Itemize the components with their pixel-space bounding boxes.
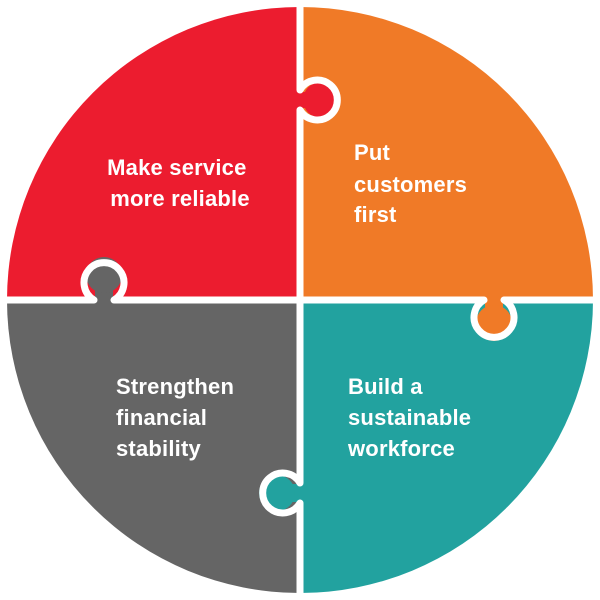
seam-bottom: [259, 296, 304, 600]
piece-top-right: [300, 7, 593, 300]
label-top-right: Put customers first: [354, 140, 473, 227]
label-line: customers: [354, 172, 467, 197]
label-line: Strengthen: [116, 374, 234, 399]
piece-bottom-right: [300, 300, 593, 593]
label-top-left: Make service more reliable: [107, 155, 253, 211]
label-line: sustainable: [348, 405, 471, 430]
label-line: Put: [354, 140, 391, 165]
seam-top: [296, 0, 341, 304]
seam-left: [0, 259, 304, 304]
label-bottom-left: Strengthen financial stability: [116, 374, 240, 461]
label-line: first: [354, 202, 397, 227]
label-line: Build a: [348, 374, 423, 399]
label-line: Make service: [107, 155, 246, 180]
label-line: workforce: [347, 436, 455, 461]
piece-top-left: [7, 7, 300, 300]
piece-bottom-left: [7, 300, 300, 593]
label-line: stability: [116, 436, 201, 461]
seam-right: [296, 296, 600, 341]
label-bottom-right: Build a sustainable workforce: [347, 374, 478, 461]
tab-knob-red-orange: [303, 82, 339, 118]
label-line: financial: [116, 405, 207, 430]
label-line: more reliable: [110, 186, 250, 211]
